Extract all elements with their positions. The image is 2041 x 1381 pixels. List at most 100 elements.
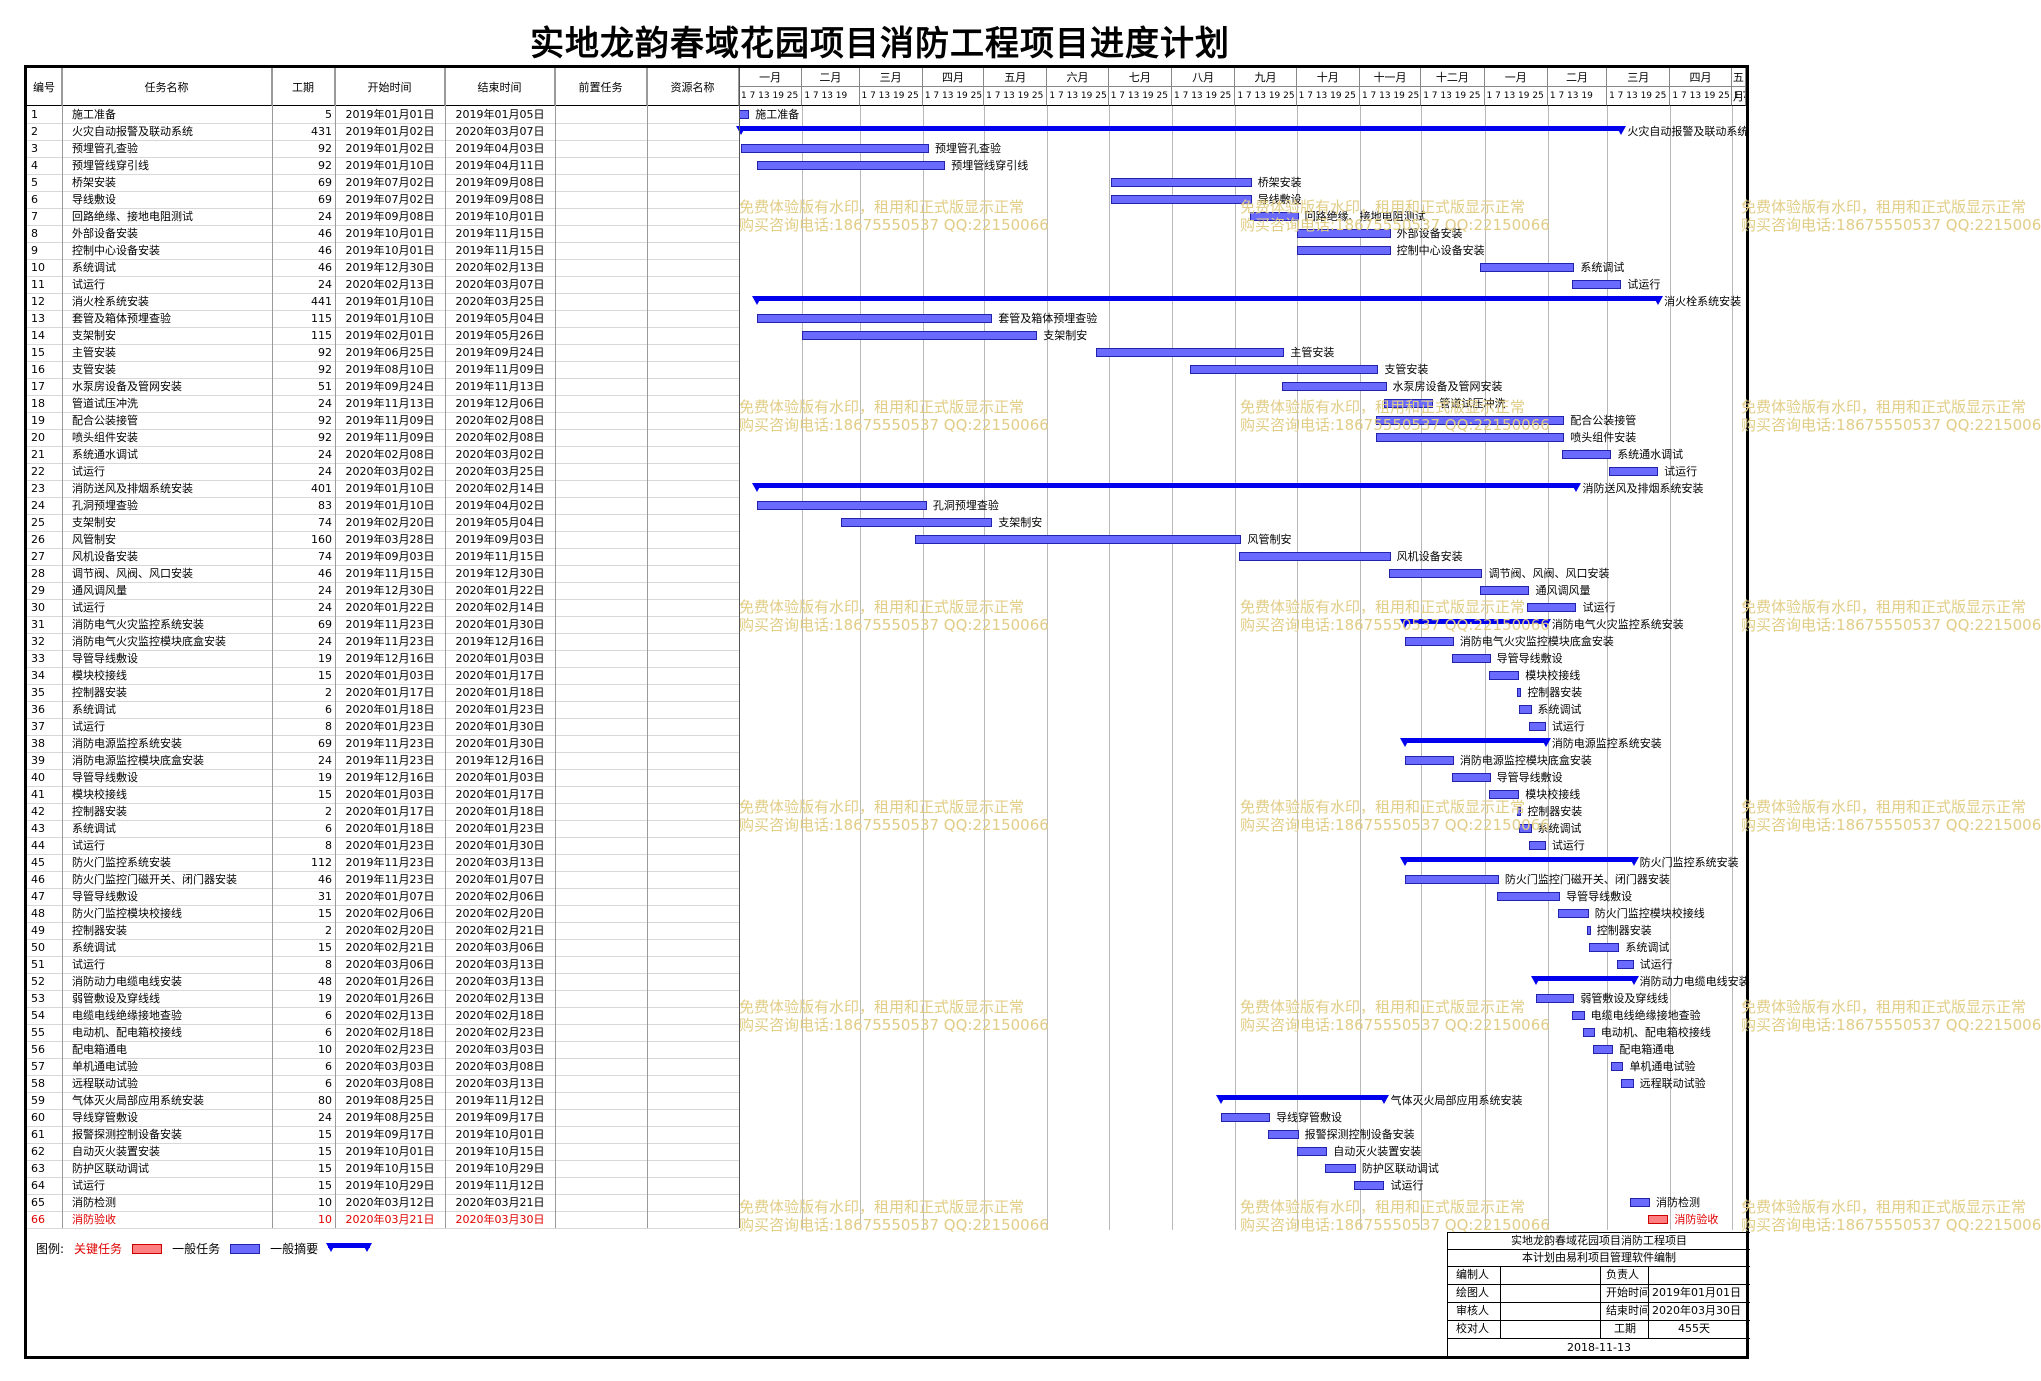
- task-bar[interactable]: [741, 144, 929, 153]
- task-bar[interactable]: [1353, 1181, 1385, 1190]
- task-bar[interactable]: [1527, 603, 1577, 612]
- task-bar[interactable]: [1384, 399, 1434, 408]
- task-bar[interactable]: [1480, 263, 1575, 272]
- task-bar[interactable]: [757, 501, 927, 510]
- task-bar[interactable]: [1562, 450, 1612, 459]
- task-bar[interactable]: [1529, 722, 1546, 731]
- task-bar[interactable]: [1572, 1011, 1585, 1020]
- task-bar[interactable]: [1296, 229, 1391, 238]
- task-bar[interactable]: [1535, 994, 1575, 1003]
- task-bar[interactable]: [1110, 178, 1252, 187]
- task-bar[interactable]: [1404, 756, 1454, 765]
- summary-bar[interactable]: [1216, 1095, 1390, 1104]
- task-bar[interactable]: [1110, 195, 1252, 204]
- summary-bar[interactable]: [1530, 976, 1639, 985]
- task-bar[interactable]: [1617, 960, 1634, 969]
- task-bar[interactable]: [1404, 875, 1499, 884]
- task-bar[interactable]: [1519, 824, 1532, 833]
- task-bar[interactable]: [1488, 790, 1520, 799]
- task-bar[interactable]: [1611, 1062, 1624, 1071]
- task-bar[interactable]: [1588, 943, 1620, 952]
- task-bar[interactable]: [802, 331, 1038, 340]
- task-bar[interactable]: [1529, 841, 1546, 850]
- summary-bar[interactable]: [1399, 857, 1639, 866]
- task-bar[interactable]: [1517, 807, 1522, 816]
- task-bar[interactable]: [1376, 416, 1565, 425]
- task-bar[interactable]: [1296, 246, 1391, 255]
- task-bar[interactable]: [914, 535, 1242, 544]
- task-bar[interactable]: [1488, 671, 1520, 680]
- task-bar[interactable]: [1388, 569, 1483, 578]
- task-bar[interactable]: [1592, 1045, 1614, 1054]
- task-bar[interactable]: [1296, 1147, 1328, 1156]
- critical-task-bar[interactable]: [1647, 1215, 1669, 1224]
- task-bar[interactable]: [1558, 909, 1589, 918]
- task-bar[interactable]: [1249, 212, 1299, 221]
- task-bar[interactable]: [1325, 1164, 1356, 1173]
- task-bar[interactable]: [1451, 654, 1491, 663]
- summary-bar[interactable]: [1399, 619, 1551, 628]
- task-bar[interactable]: [1572, 280, 1622, 289]
- task-bar[interactable]: [1517, 688, 1522, 697]
- task-bar[interactable]: [1376, 433, 1565, 442]
- task-bar[interactable]: [1609, 467, 1659, 476]
- summary-bar[interactable]: [736, 126, 1627, 135]
- task-bar[interactable]: [1239, 552, 1391, 561]
- summary-bar[interactable]: [1399, 738, 1551, 747]
- task-bar[interactable]: [1629, 1198, 1650, 1207]
